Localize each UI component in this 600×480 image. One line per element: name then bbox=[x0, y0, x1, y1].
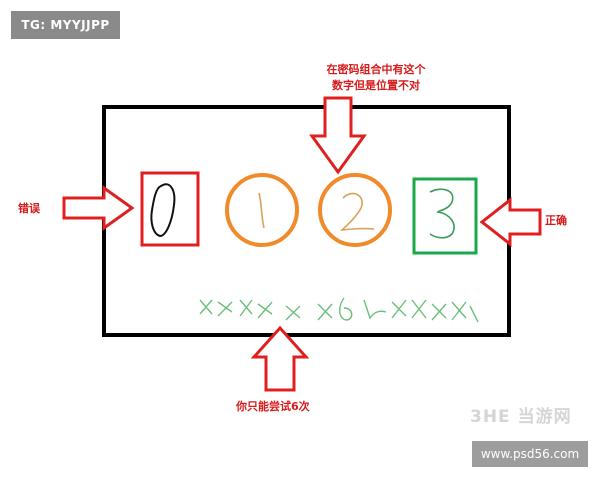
top-arrow bbox=[309, 96, 367, 175]
top-annotation-line-1: 在密码组合中有这个 bbox=[326, 63, 426, 76]
watermark-logo: 3HE 当游网 bbox=[470, 407, 572, 427]
wrong-digit-box bbox=[140, 171, 200, 247]
correct-digit-box bbox=[412, 177, 478, 255]
bottom-arrow bbox=[250, 325, 310, 392]
code-panel-frame bbox=[102, 105, 511, 337]
watermark-url: www.psd56.com bbox=[472, 441, 588, 467]
tag-badge: TG: MYYJJPP bbox=[11, 11, 120, 39]
top-annotation: 在密码组合中有这个 数字但是位置不对 bbox=[306, 62, 446, 94]
right-arrow bbox=[479, 196, 542, 248]
digit-3-scribble bbox=[429, 188, 455, 239]
misplaced-digit-circle-2 bbox=[318, 173, 392, 247]
digit-0-scribble bbox=[150, 183, 176, 238]
attempts-scribble bbox=[199, 297, 479, 323]
right-annotation: 正确 bbox=[545, 214, 567, 227]
left-annotation: 错误 bbox=[18, 202, 40, 215]
top-annotation-line-2: 数字但是位置不对 bbox=[332, 79, 420, 92]
digit-1-scribble bbox=[258, 192, 265, 229]
digit-2-scribble bbox=[339, 192, 375, 232]
left-arrow bbox=[62, 185, 135, 231]
misplaced-digit-circle-1 bbox=[225, 173, 299, 247]
bottom-annotation: 你只能尝试6次 bbox=[236, 400, 310, 413]
